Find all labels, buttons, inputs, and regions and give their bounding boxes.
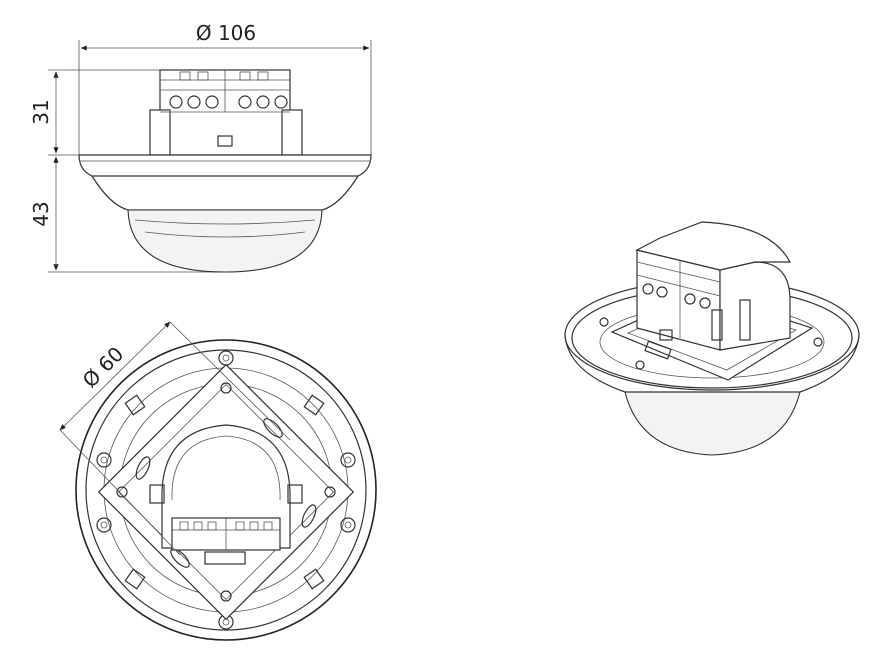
height-dimensions: 31 43 (29, 69, 225, 273)
top-view: Ø 60 (59, 321, 377, 641)
iso-housing (635, 221, 792, 351)
side-terminal-block (149, 69, 303, 156)
side-dome (127, 209, 323, 273)
diameter-106-dimension: Ø 106 (78, 21, 372, 155)
diameter-106-label: Ø 106 (196, 21, 256, 45)
central-housing (149, 424, 303, 565)
side-rim (78, 154, 372, 211)
height-43-label: 43 (29, 201, 53, 226)
isometric-view (564, 221, 860, 456)
height-31-label: 31 (29, 99, 53, 124)
diameter-60-label: Ø 60 (78, 342, 129, 393)
iso-dome (624, 391, 801, 456)
side-view: Ø 106 31 43 (29, 21, 372, 273)
